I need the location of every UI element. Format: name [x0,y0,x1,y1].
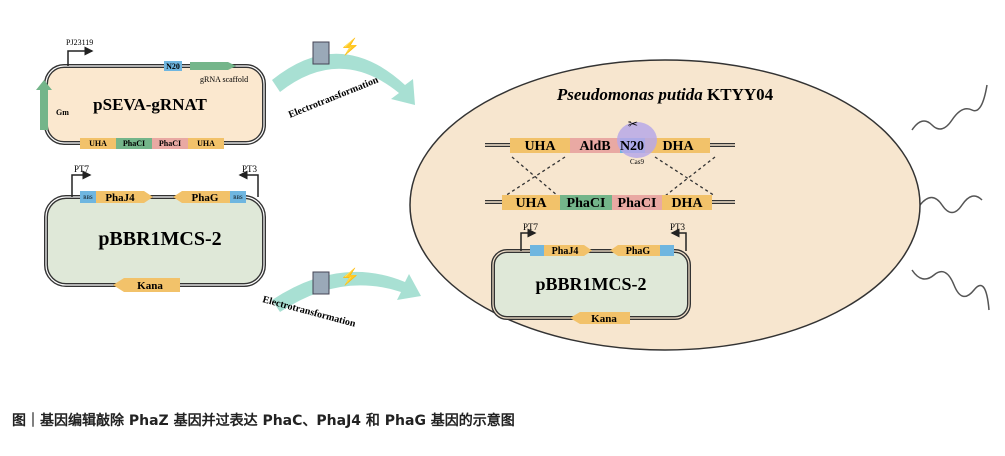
svg-text:PhaG: PhaG [626,246,651,257]
svg-text:pBBR1MCS-2: pBBR1MCS-2 [535,274,646,294]
electrotransformation-arrow-top: Electrotransformation ⚡ [272,37,415,121]
svg-text:Electrotransformation: Electrotransformation [287,74,380,120]
cas9-icon [617,122,657,158]
crossover-lines [504,156,716,197]
svg-text:DHA: DHA [671,196,703,211]
svg-text:Gm: Gm [56,108,69,117]
plasmid-pbbr1mcs2: PT7 PT3 RBS RBS PhaJ4 PhaG pBBR1MCS-2 Kana [44,164,266,292]
svg-text:N20: N20 [166,62,180,71]
plasmid-psevagrnat: PJ23119 N20 gRNA scaffold Gm pSEVA-gRNAT… [36,38,266,149]
svg-text:PhaCI: PhaCI [567,196,606,211]
svg-text:PhaJ4: PhaJ4 [105,192,135,204]
svg-text:gRNA scaffold: gRNA scaffold [200,75,248,84]
svg-text:Electrotransformation: Electrotransformation [261,294,357,330]
cell-title: Pseudomonas putida KTYY04 [556,85,774,104]
svg-text:PJ23119: PJ23119 [66,38,93,47]
edited-locus: UHA PhaCI PhaCI DHA [485,195,735,211]
svg-text:pBBR1MCS-2: pBBR1MCS-2 [98,228,221,250]
svg-text:PhaCI: PhaCI [123,139,145,148]
svg-text:DHA: DHA [662,139,694,154]
svg-text:pSEVA-gRNAT: pSEVA-gRNAT [93,95,207,114]
cell-plasmid: PT7 PT3 PhaJ4 PhaG pBBR1MCS-2 Kana [491,222,691,325]
electrotransformation-arrow-bottom: Electrotransformation ⚡ [261,267,421,330]
svg-text:PT3: PT3 [242,164,258,174]
svg-text:Kana: Kana [137,280,163,292]
figure-caption: 图｜基因编辑敲除 PhaZ 基因并过表达 PhaC、PhaJ4 和 PhaG 基… [12,413,515,429]
svg-text:RBS: RBS [83,196,93,201]
genome-locus: ✂ UHA AldB N20 DHA Cas9 [485,117,735,166]
svg-text:PhaG: PhaG [192,192,219,204]
svg-text:UHA: UHA [515,196,547,211]
svg-text:PhaJ4: PhaJ4 [552,246,579,257]
svg-text:PT3: PT3 [670,222,686,232]
svg-text:PhaCI: PhaCI [159,139,181,148]
svg-text:PT7: PT7 [523,222,539,232]
svg-text:PT7: PT7 [74,164,90,174]
svg-text:UHA: UHA [197,139,215,148]
svg-text:UHA: UHA [89,139,107,148]
svg-text:N20: N20 [620,139,644,154]
flagella [911,84,990,311]
svg-text:⚡: ⚡ [340,267,360,286]
svg-text:Kana: Kana [591,313,617,325]
svg-text:✂: ✂ [628,117,638,131]
svg-text:⚡: ⚡ [340,37,360,56]
svg-text:RBS: RBS [233,196,243,201]
svg-text:UHA: UHA [524,139,556,154]
svg-text:AldB: AldB [579,139,610,154]
svg-text:Cas9: Cas9 [630,158,645,166]
svg-text:PhaCI: PhaCI [618,196,657,211]
